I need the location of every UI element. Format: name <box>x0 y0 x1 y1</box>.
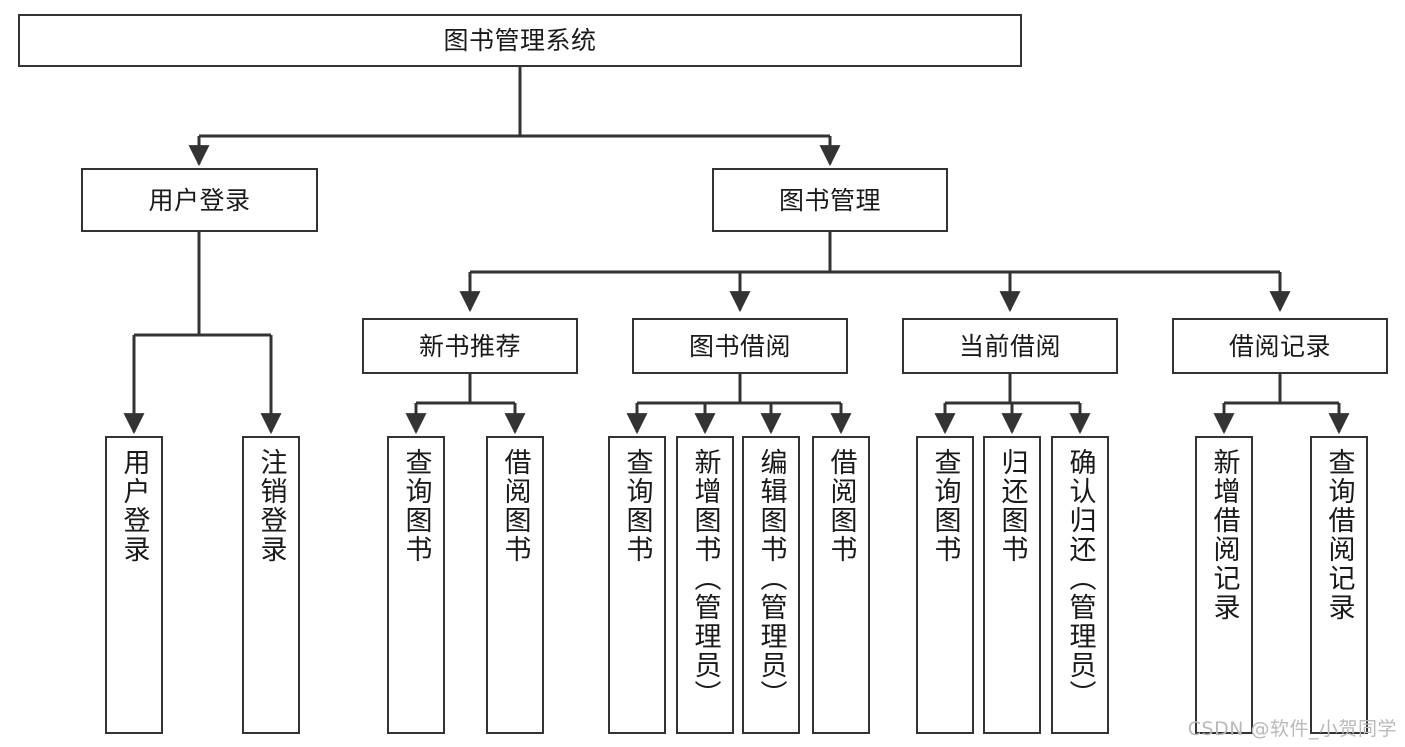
node-label: 确认归还（管理员） <box>1064 448 1096 709</box>
node-label: 借阅图书 <box>499 448 531 564</box>
node-label: 查询图书 <box>621 448 653 564</box>
node-label: 新增图书（管理员） <box>689 448 721 709</box>
node-label: 用户登录 <box>148 185 251 215</box>
node-book-borrowing[interactable]: 图书借阅 <box>632 318 848 374</box>
node-new-book-recommendation[interactable]: 新书推荐 <box>362 318 578 374</box>
leaf-borrow-record-query-record[interactable]: 查询借阅记录 <box>1310 436 1368 734</box>
node-label: 新增借阅记录 <box>1208 448 1240 622</box>
node-label: 图书管理系统 <box>443 26 597 55</box>
leaf-book-borrow-query-book[interactable]: 查询图书 <box>608 436 666 734</box>
node-current-borrowing[interactable]: 当前借阅 <box>902 318 1118 374</box>
csdn-watermark: CSDN @软件_小贺同学 <box>1187 718 1397 740</box>
node-label: 编辑图书（管理员） <box>755 448 787 709</box>
leaf-current-borrow-confirm-return-admin[interactable]: 确认归还（管理员） <box>1051 436 1109 734</box>
node-label: 查询借阅记录 <box>1323 448 1355 622</box>
node-label: 新书推荐 <box>418 331 521 361</box>
node-label: 图书借阅 <box>688 331 791 361</box>
node-label: 查询图书 <box>929 448 961 564</box>
leaf-book-borrow-borrow-book[interactable]: 借阅图书 <box>812 436 870 734</box>
node-label: 图书管理 <box>778 185 881 215</box>
leaf-borrow-record-add-record[interactable]: 新增借阅记录 <box>1195 436 1253 734</box>
node-label: 当前借阅 <box>958 331 1061 361</box>
node-label: 借阅记录 <box>1228 331 1331 361</box>
node-label: 注销登录 <box>255 448 287 564</box>
leaf-current-borrow-return-book[interactable]: 归还图书 <box>983 436 1041 734</box>
leaf-book-borrow-edit-book-admin[interactable]: 编辑图书（管理员） <box>742 436 800 734</box>
node-label: 归还图书 <box>996 448 1028 564</box>
leaf-new-book-borrow-book[interactable]: 借阅图书 <box>486 436 544 734</box>
node-label: 借阅图书 <box>825 448 857 564</box>
node-borrowing-record[interactable]: 借阅记录 <box>1172 318 1388 374</box>
leaf-user-login-logout[interactable]: 注销登录 <box>242 436 300 734</box>
leaf-new-book-query-book[interactable]: 查询图书 <box>387 436 445 734</box>
leaf-book-borrow-add-book-admin[interactable]: 新增图书（管理员） <box>676 436 734 734</box>
node-book-management[interactable]: 图书管理 <box>712 168 948 232</box>
node-user-login[interactable]: 用户登录 <box>81 168 318 232</box>
node-label: 用户登录 <box>118 448 150 564</box>
leaf-user-login-login[interactable]: 用户登录 <box>105 436 163 734</box>
node-label: 查询图书 <box>400 448 432 564</box>
node-root-book-management-system[interactable]: 图书管理系统 <box>18 14 1022 67</box>
leaf-current-borrow-query-book[interactable]: 查询图书 <box>916 436 974 734</box>
